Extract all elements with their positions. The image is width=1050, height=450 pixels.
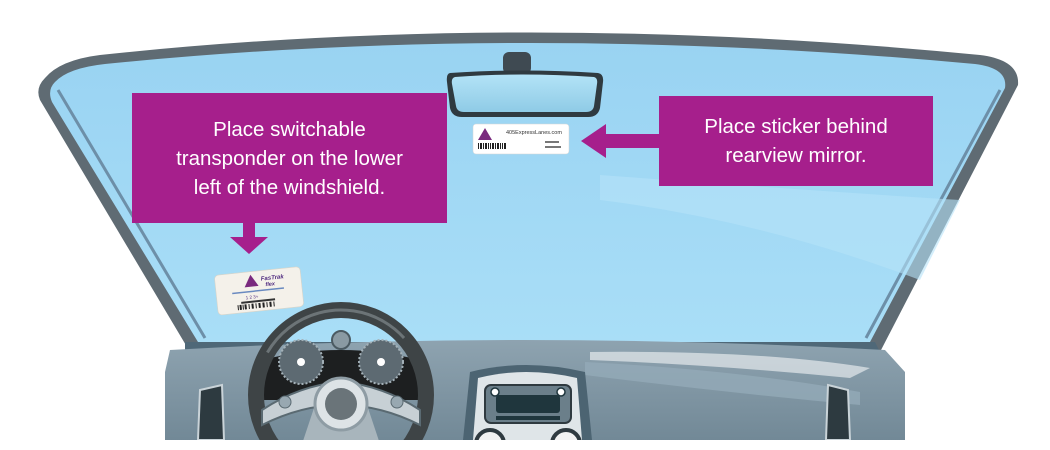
flex-transponder: FasTrak flex 1 2 3+ [214,266,304,316]
dashboard-highlight [590,351,870,378]
mirror-mount [503,52,531,74]
callout-right-line-1: Place sticker behind [704,115,888,138]
arrow-left-icon [581,124,660,158]
mirror-glass [451,74,598,112]
dashboard-shade [585,362,860,405]
air-vent-right [824,383,852,441]
callout-left-line-3: left of the windshield. [193,175,386,199]
rearview-mirror [446,52,604,117]
callout-left-line-1: Place switchable [213,117,366,141]
barcode-icon [478,143,506,149]
svg-text:405ExpressLanes.com: 405ExpressLanes.com [506,130,562,136]
callout-left-line-2: transponder on the lower [176,146,403,170]
fastrak-logo-icon [478,128,492,140]
center-console [463,365,592,450]
air-vent-left [196,383,226,441]
callout-sticker-placement: Place sticker behind rearview mirror. [659,96,933,186]
arrow-down-icon [230,222,268,254]
sticker-tag: 405ExpressLanes.com [472,123,570,155]
fastrak-logo-icon [244,274,259,288]
callout-right-line-2: rearview mirror. [725,144,867,167]
svg-text:flex: flex [265,281,276,288]
callout-transponder-placement: Place switchable transponder on the lowe… [132,93,447,223]
barcode-icon [237,301,275,311]
glass-inner-edge [56,89,207,339]
svg-text:FasTrak: FasTrak [261,274,285,282]
svg-text:1 2 3+: 1 2 3+ [245,294,258,300]
glass-reflection [600,175,960,280]
steering-wheel [248,302,434,450]
